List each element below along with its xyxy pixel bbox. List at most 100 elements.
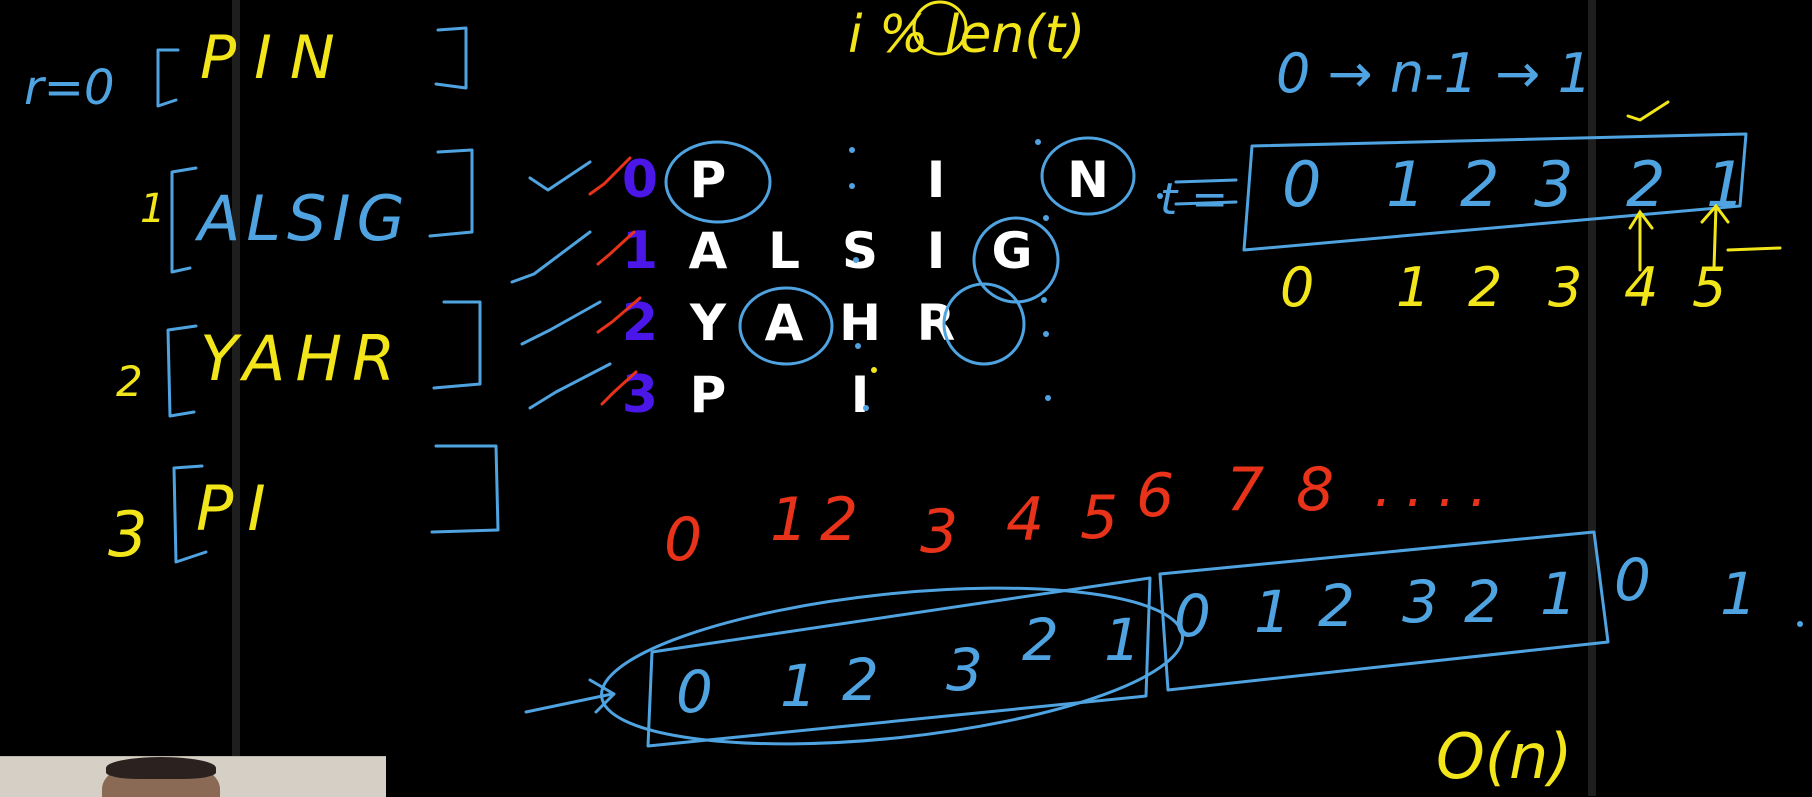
cycle-1-value: 3: [946, 636, 983, 704]
left-row-prefix-2: 2: [116, 357, 143, 406]
underline: [1726, 246, 1782, 252]
check-mark: [510, 230, 592, 284]
left-row-content-1: ALSIG: [194, 182, 411, 255]
check-mark: [520, 300, 602, 346]
t-equals-stroke: [1174, 200, 1238, 206]
letter-circle: [738, 286, 834, 366]
sequence-number: 8: [1296, 455, 1334, 525]
left-row-prefix-3: 3: [108, 498, 147, 571]
t-array-box: [1242, 132, 1748, 252]
row-index-0: 0: [621, 150, 659, 210]
letter-circle: [664, 140, 772, 224]
tick-mark: [1626, 100, 1670, 122]
left-row-prefix-0: r=0: [24, 60, 115, 116]
sequence-number: 7: [1226, 455, 1264, 525]
cell: I: [926, 151, 946, 209]
cycle-1-value: 2: [842, 646, 879, 714]
sequence-number: 4: [1006, 485, 1044, 555]
check-mark: [528, 362, 612, 410]
cycle-2-value: 2: [1318, 572, 1355, 640]
red-check: [600, 370, 638, 406]
sequence-ellipsis: ....: [1374, 455, 1501, 520]
bracket-right-row3: [430, 444, 500, 534]
left-row-content-3: PI: [196, 472, 280, 545]
cell: S: [841, 222, 878, 280]
presenter-hair: [106, 757, 216, 779]
bracket-left-row2: [166, 324, 198, 418]
cycle-2-value: 0: [1174, 582, 1211, 650]
bracket-right-row2: [432, 300, 482, 390]
cycle-tail-value: 0: [1614, 546, 1651, 614]
cell: P: [689, 151, 727, 209]
cycle-1-value: 1: [780, 652, 817, 720]
t-equals-stroke: [1174, 178, 1238, 184]
t-array-value: 3: [1534, 148, 1573, 221]
t-index: 5: [1692, 256, 1726, 319]
t-array-value: 2: [1460, 148, 1499, 221]
bracket-left-row1: [170, 166, 198, 274]
sequence-number: 5: [1080, 483, 1118, 553]
cell: L: [768, 222, 800, 280]
sequence-number: 3: [920, 497, 958, 567]
modulo-note: i % len(t): [848, 5, 1085, 65]
left-row-prefix-1: 1: [140, 186, 165, 232]
bracket-left-row0: [156, 48, 180, 108]
up-arrow: [1628, 209, 1654, 272]
cycle-2-box: [1158, 530, 1610, 692]
t-index: 1: [1396, 256, 1430, 319]
grid-row-1: 1 A L S I G: [610, 225, 1126, 277]
cell: Y: [689, 294, 727, 352]
sequence-number: 6: [1136, 461, 1174, 531]
row-index-1: 1: [621, 221, 659, 281]
t-array-value: 2: [1626, 148, 1665, 221]
t-array-value: 0: [1282, 148, 1321, 221]
complexity-label: O(n): [1436, 720, 1572, 793]
cell: P: [689, 366, 727, 424]
red-check: [588, 156, 632, 196]
start-arrow: [524, 678, 616, 714]
pattern-formula: 0 → n-1 → 1: [1276, 42, 1592, 105]
bracket-right-row1: [428, 148, 474, 238]
letter-circle: [972, 216, 1060, 304]
check-mark: [528, 160, 592, 192]
webcam-overlay: [0, 756, 386, 797]
cycle-2-value: 1: [1254, 578, 1291, 646]
t-index: 0: [1280, 256, 1314, 319]
cycle-2-value: 3: [1402, 568, 1439, 636]
t-array-value: 1: [1386, 148, 1425, 221]
cell: I: [926, 222, 946, 280]
letter-circle: [942, 282, 1026, 366]
cycle-1-value: 2: [1022, 606, 1059, 674]
sequence-number: 2: [820, 485, 858, 555]
cycle-tail-value: 1: [1720, 560, 1757, 628]
cell: H: [839, 294, 881, 352]
cycle-1-value: 1: [1104, 606, 1141, 674]
up-arrow: [1700, 203, 1730, 270]
cell: G: [991, 222, 1033, 280]
letter-circle: [1040, 136, 1136, 216]
red-check: [596, 230, 636, 266]
sequence-number: 1: [770, 485, 808, 555]
top-circle: [912, 0, 968, 56]
t-index: 2: [1468, 256, 1502, 319]
cycle-1-value: 0: [676, 658, 713, 726]
cell: N: [1067, 151, 1109, 209]
grid-row-2: 2 Y A H R: [610, 297, 1126, 349]
left-row-content-0: PIN: [200, 23, 353, 93]
t-index: 3: [1548, 256, 1582, 319]
cycle-1-box: [646, 576, 1152, 748]
board-divider-right: [1588, 0, 1596, 796]
left-row-content-2: YAHR: [200, 322, 405, 395]
cycle-2-value: 2: [1464, 568, 1501, 636]
sequence-number: 0: [664, 505, 702, 575]
bracket-right-row0: [434, 26, 468, 90]
cycle-2-value: 1: [1540, 560, 1577, 628]
cell: A: [764, 294, 804, 352]
cell: A: [688, 222, 728, 280]
bracket-left-row3: [172, 464, 208, 564]
red-check: [596, 296, 642, 334]
row-index-2: 2: [621, 293, 659, 353]
board-divider-left: [232, 0, 240, 796]
